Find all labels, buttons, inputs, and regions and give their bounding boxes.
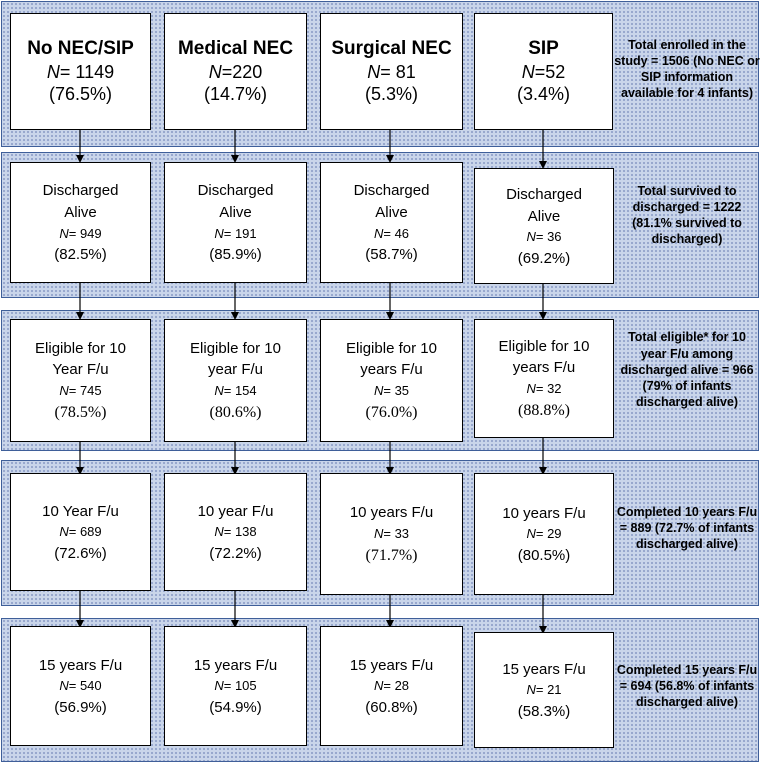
- box-count: N= 689: [59, 524, 102, 540]
- box-count: N= 154: [214, 383, 257, 399]
- box-count: N= 33: [373, 525, 410, 541]
- completed-10yr-box: 10 Year F/u N= 689 (72.6%): [10, 473, 151, 591]
- box-label-line-1: Eligible for 10: [346, 339, 437, 357]
- box-percent: (88.8%): [518, 402, 570, 420]
- completed-10yr-box: 10 years F/u N= 33 (71.7%): [320, 473, 463, 595]
- box-label-line-1: Discharged: [353, 182, 430, 200]
- box-percent: (85.9%): [209, 246, 262, 263]
- group-no-nec-sip-box: No NEC/SIP N= 1149 (76.5%): [10, 13, 151, 130]
- box-count: N= 46: [373, 225, 410, 241]
- completed-10yr-box: 10 years F/u N= 29 (80.5%): [474, 473, 614, 595]
- eligible-followup-box: Eligible for 10 Year F/u N= 745 (78.5%): [10, 319, 151, 442]
- box-percent: (80.6%): [209, 404, 262, 422]
- box-count: N= 105: [214, 678, 257, 694]
- group-sip-box: SIP N=52 (3.4%): [474, 13, 613, 130]
- box-percent: (80.5%): [517, 546, 571, 564]
- box-percent: (54.9%): [209, 698, 262, 716]
- box-label-line-2: years F/u: [512, 359, 576, 377]
- group-percent: (5.3%): [364, 84, 418, 105]
- box-label-line-1: Eligible for 10: [190, 339, 281, 357]
- box-percent: (69.2%): [517, 249, 571, 267]
- box-percent: (60.8%): [365, 698, 418, 716]
- discharged-alive-box: Discharged Alive N= 46 (58.7%): [320, 162, 463, 283]
- box-label-line-1: 15 years F/u: [502, 660, 586, 678]
- box-count: N= 29: [526, 526, 562, 542]
- group-percent: (76.5%): [48, 84, 113, 105]
- box-label-line-1: 10 Year F/u: [42, 502, 119, 520]
- completed-15yr-box: 15 years F/u N= 540 (56.9%): [10, 626, 151, 746]
- box-label-line-1: Discharged: [42, 182, 119, 200]
- group-count: N=52: [521, 61, 566, 82]
- box-label-line-1: 15 years F/u: [38, 656, 123, 674]
- box-label-line-1: 15 years F/u: [349, 656, 434, 674]
- completed-15yr-box: 15 years F/u N= 105 (54.9%): [164, 626, 307, 746]
- group-title: Medical NEC: [177, 38, 294, 60]
- row-summary-10yr: Completed 10 years F/u = 889 (72.7% of i…: [616, 504, 758, 552]
- box-label-line-2: year F/u: [207, 361, 264, 379]
- discharged-alive-box: Discharged Alive N= 36 (69.2%): [474, 168, 614, 284]
- box-count: N= 949: [59, 225, 102, 241]
- box-label-line-1: 15 years F/u: [193, 656, 278, 674]
- box-label-line-1: Discharged: [506, 185, 582, 203]
- completed-10yr-box: 10 year F/u N= 138 (72.2%): [164, 473, 307, 591]
- box-percent: (72.6%): [54, 544, 107, 562]
- group-surgical-nec-box: Surgical NEC N= 81 (5.3%): [320, 13, 463, 130]
- group-percent: (14.7%): [203, 84, 268, 105]
- completed-15yr-box: 15 years F/u N= 21 (58.3%): [474, 632, 614, 748]
- completed-15yr-box: 15 years F/u N= 28 (60.8%): [320, 626, 463, 746]
- box-percent: (78.5%): [54, 404, 107, 422]
- box-count: N= 28: [373, 678, 410, 694]
- box-label-line-1: Eligible for 10: [498, 337, 590, 355]
- box-label-line-2: Alive: [375, 204, 408, 221]
- eligible-followup-box: Eligible for 10 years F/u N= 35 (76.0%): [320, 319, 463, 442]
- group-title: Surgical NEC: [331, 38, 452, 60]
- box-percent: (72.2%): [209, 544, 262, 562]
- box-label-line-2: Alive: [64, 204, 97, 221]
- box-count: N= 540: [59, 678, 102, 694]
- box-percent: (58.3%): [517, 702, 571, 720]
- box-label-line-2: years F/u: [360, 361, 423, 379]
- box-label-line-1: 10 years F/u: [502, 504, 586, 522]
- box-percent: (76.0%): [365, 404, 418, 422]
- box-label-line-2: Alive: [219, 204, 252, 221]
- row-summary-discharged: Total survived to discharged = 1222 (81.…: [632, 183, 742, 247]
- box-label-line-1: 10 year F/u: [197, 502, 274, 520]
- group-count: N=220: [208, 61, 263, 82]
- group-count: N= 1149: [46, 61, 115, 82]
- box-label-line-1: Eligible for 10: [35, 339, 126, 357]
- box-count: N= 36: [526, 229, 562, 245]
- box-count: N= 35: [373, 383, 410, 399]
- box-percent: (71.7%): [365, 547, 418, 564]
- box-count: N= 191: [214, 225, 257, 241]
- discharged-alive-box: Discharged Alive N= 191 (85.9%): [164, 162, 307, 283]
- group-title: No NEC/SIP: [27, 38, 134, 60]
- box-count: N= 745: [59, 383, 102, 399]
- box-count: N= 138: [214, 524, 257, 540]
- group-count: N= 81: [367, 61, 416, 82]
- row-summary-eligible: Total eligible* for 10 year F/u among di…: [620, 330, 754, 410]
- eligible-followup-box: Eligible for 10 years F/u N= 32 (88.8%): [474, 319, 614, 438]
- box-label-line-2: Alive: [527, 207, 561, 225]
- discharged-alive-box: Discharged Alive N= 949 (82.5%): [10, 162, 151, 283]
- box-count: N= 32: [526, 381, 562, 397]
- box-percent: (82.5%): [54, 246, 107, 263]
- row-summary-enrolled: Total enrolled in the study = 1506 (No N…: [614, 37, 760, 101]
- group-percent: (3.4%): [516, 84, 570, 105]
- box-label-line-1: 10 years F/u: [349, 504, 434, 521]
- box-percent: (56.9%): [54, 698, 107, 716]
- eligible-followup-box: Eligible for 10 year F/u N= 154 (80.6%): [164, 319, 307, 442]
- group-medical-nec-box: Medical NEC N=220 (14.7%): [164, 13, 307, 130]
- box-count: N= 21: [526, 682, 562, 698]
- group-title: SIP: [528, 38, 559, 60]
- box-percent: (58.7%): [365, 246, 418, 263]
- row-summary-15yr: Completed 15 years F/u = 694 (56.8% of i…: [616, 662, 758, 710]
- box-label-line-1: Discharged: [197, 182, 274, 200]
- box-label-line-2: Year F/u: [52, 361, 109, 379]
